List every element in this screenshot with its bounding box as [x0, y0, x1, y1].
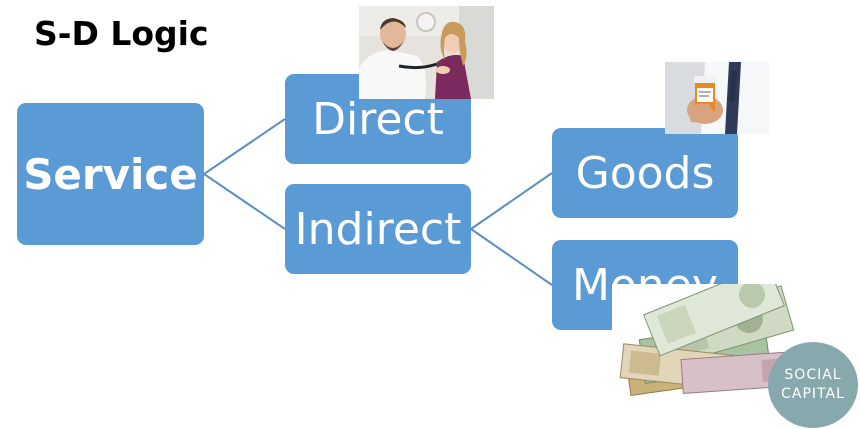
connector-service-direct: [203, 118, 286, 175]
connector-indirect-goods: [470, 172, 553, 230]
doctor-child-photo: [359, 6, 494, 99]
node-service: Service: [17, 103, 204, 245]
slide-title: S-D Logic: [34, 14, 209, 53]
connector-indirect-money: [470, 228, 553, 286]
connector-service-indirect: [203, 173, 286, 230]
node-service-label: Service: [23, 149, 198, 199]
node-indirect-label: Indirect: [294, 203, 462, 255]
node-goods-label: Goods: [575, 147, 715, 199]
social-capital-logo: SOCIAL CAPITAL: [768, 342, 858, 428]
logo-line-2: CAPITAL: [781, 386, 845, 402]
logo-line-1: SOCIAL: [784, 367, 842, 383]
node-goods: Goods: [552, 128, 738, 218]
node-indirect: Indirect: [285, 184, 471, 274]
node-direct-label: Direct: [312, 93, 444, 145]
pill-bottle-photo: [665, 62, 769, 134]
